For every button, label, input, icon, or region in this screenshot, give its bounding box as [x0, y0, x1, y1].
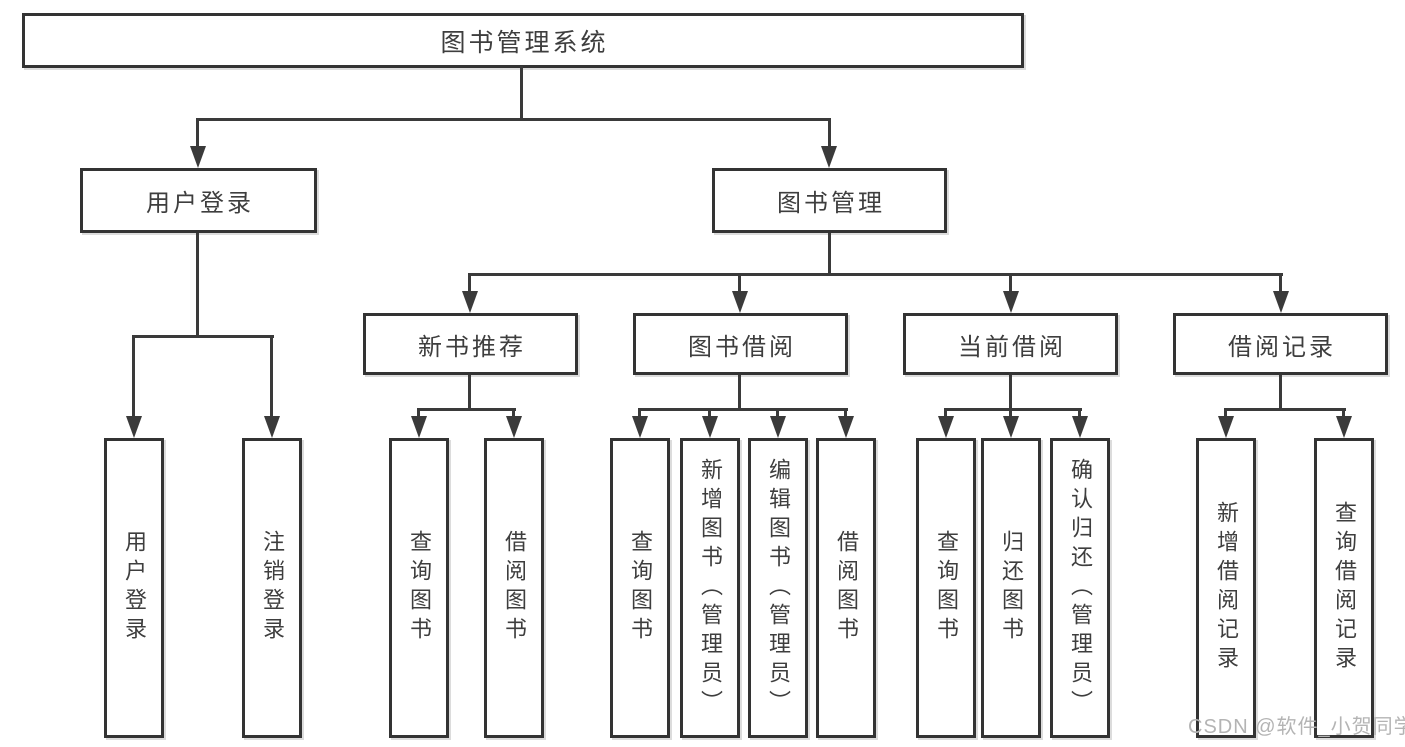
- connector-stem: [944, 408, 947, 418]
- arrow-down-to-edit-book-admin: [770, 416, 786, 438]
- connector-stem: [844, 408, 847, 418]
- leaf-return-books-label: 归还图书: [999, 530, 1024, 646]
- leaf-user-login: 用户登录: [104, 438, 164, 738]
- connector-current-borrowing-crossbar: [945, 408, 1082, 411]
- connector-stem: [512, 408, 515, 418]
- leaf-query-books-current-label: 查询图书: [934, 530, 959, 646]
- connector-to-book-management-stem: [828, 118, 831, 148]
- connector-root-crossbar: [197, 118, 831, 121]
- connector-user-login-stem: [196, 233, 199, 335]
- leaf-confirm-return-admin: 确认归还（管理员）: [1050, 438, 1110, 738]
- leaf-return-books: 归还图书: [981, 438, 1041, 738]
- leaf-query-borrow-record: 查询借阅记录: [1314, 438, 1374, 738]
- arrow-down-to-query-borrow-record: [1336, 416, 1352, 438]
- leaf-borrow-books-recommend: 借阅图书: [484, 438, 544, 738]
- arrow-down-to-add-borrow-record: [1218, 416, 1234, 438]
- arrow-down-to-user-login: [190, 146, 206, 168]
- node-book-borrowing-label: 图书借阅: [688, 333, 796, 361]
- arrow-down-to-book-management: [821, 146, 837, 168]
- leaf-confirm-return-admin-label: 确认归还（管理员）: [1068, 457, 1093, 719]
- leaf-query-borrow-record-label: 查询借阅记录: [1332, 501, 1357, 675]
- connector-borrowing-records-crossbar: [1225, 408, 1346, 411]
- leaf-query-books-borrowing: 查询图书: [610, 438, 670, 738]
- node-library-management-system-label: 图书管理系统: [440, 28, 609, 57]
- connector-to-current-borrowing-stem: [1009, 273, 1012, 293]
- node-user-login: 用户登录: [80, 168, 317, 233]
- leaf-user-login-label: 用户登录: [122, 530, 147, 646]
- arrow-down-to-book-borrowing: [732, 291, 748, 313]
- connector-to-book-borrowing-stem: [738, 273, 741, 293]
- connector-book-management-stem: [828, 233, 831, 273]
- connector-user-login-crossbar: [133, 335, 274, 338]
- leaf-add-book-admin-label: 新增图书（管理员）: [698, 457, 723, 719]
- arrow-down-to-borrow-books-recommend: [506, 416, 522, 438]
- connector-to-leaf-user-login-stem: [132, 335, 135, 416]
- arrow-down-to-confirm-return-admin: [1072, 416, 1088, 438]
- connector-stem: [417, 408, 420, 418]
- arrow-down-to-query-books-current: [938, 416, 954, 438]
- connector-book-borrowing-crossbar: [639, 408, 848, 411]
- leaf-edit-book-admin: 编辑图书（管理员）: [748, 438, 808, 738]
- leaf-add-book-admin: 新增图书（管理员）: [680, 438, 740, 738]
- leaf-logout-label: 注销登录: [260, 530, 285, 646]
- connector-root-stem: [520, 66, 523, 118]
- leaf-query-books-borrowing-label: 查询图书: [628, 530, 653, 646]
- csdn-watermark: CSDN @软件_小贺同学: [1188, 716, 1405, 738]
- connector-to-borrowing-records-stem: [1279, 273, 1282, 293]
- arrow-down-to-borrowing-records: [1273, 291, 1289, 313]
- arrow-down-to-add-book-admin: [702, 416, 718, 438]
- connector-new-book-stem: [468, 375, 471, 408]
- leaf-query-books-recommend-label: 查询图书: [407, 530, 432, 646]
- leaf-logout: 注销登录: [242, 438, 302, 738]
- leaf-borrow-books-borrowing-label: 借阅图书: [834, 530, 859, 646]
- node-new-book-recommendation-label: 新书推荐: [418, 333, 526, 361]
- connector-to-user-login-stem: [196, 118, 199, 148]
- leaf-add-borrow-record-label: 新增借阅记录: [1214, 501, 1239, 675]
- connector-current-borrowing-stem-down: [1009, 375, 1012, 408]
- connector-book-borrowing-stem-down: [738, 375, 741, 408]
- arrow-down-to-leaf-logout: [264, 416, 280, 438]
- node-current-borrowing: 当前借阅: [903, 313, 1118, 375]
- leaf-edit-book-admin-label: 编辑图书（管理员）: [766, 457, 791, 719]
- arrow-down-to-current-borrowing: [1003, 291, 1019, 313]
- arrow-down-to-return-books: [1003, 416, 1019, 438]
- connector-stem: [776, 408, 779, 418]
- node-current-borrowing-label: 当前借阅: [958, 333, 1066, 361]
- node-user-login-label: 用户登录: [146, 190, 254, 217]
- arrow-down-to-new-book-recommendation: [462, 291, 478, 313]
- connector-stem: [1078, 408, 1081, 418]
- node-book-management: 图书管理: [712, 168, 947, 233]
- node-library-management-system: 图书管理系统: [22, 13, 1024, 68]
- node-book-borrowing: 图书借阅: [633, 313, 848, 375]
- connector-stem: [638, 408, 641, 418]
- connector-to-leaf-logout-stem: [270, 335, 273, 416]
- arrow-down-to-query-books-recommend: [411, 416, 427, 438]
- connector-stem: [1224, 408, 1227, 418]
- leaf-query-books-recommend: 查询图书: [389, 438, 449, 738]
- leaf-query-books-current: 查询图书: [916, 438, 976, 738]
- connector-stem: [1009, 408, 1012, 418]
- leaf-borrow-books-recommend-label: 借阅图书: [502, 530, 527, 646]
- arrow-down-to-query-books-borrowing: [632, 416, 648, 438]
- arrow-down-to-leaf-user-login: [126, 416, 142, 438]
- arrow-down-to-borrow-books-borrowing: [838, 416, 854, 438]
- leaf-borrow-books-borrowing: 借阅图书: [816, 438, 876, 738]
- connector-borrowing-records-stem-down: [1279, 375, 1282, 408]
- connector-stem: [1342, 408, 1345, 418]
- node-book-management-label: 图书管理: [777, 190, 885, 217]
- node-borrowing-records: 借阅记录: [1173, 313, 1388, 375]
- node-borrowing-records-label: 借阅记录: [1228, 333, 1336, 361]
- leaf-add-borrow-record: 新增借阅记录: [1196, 438, 1256, 738]
- connector-stem: [708, 408, 711, 418]
- connector-book-management-crossbar: [469, 273, 1283, 276]
- node-new-book-recommendation: 新书推荐: [363, 313, 578, 375]
- connector-new-book-crossbar: [418, 408, 516, 411]
- connector-to-new-book-stem: [468, 273, 471, 293]
